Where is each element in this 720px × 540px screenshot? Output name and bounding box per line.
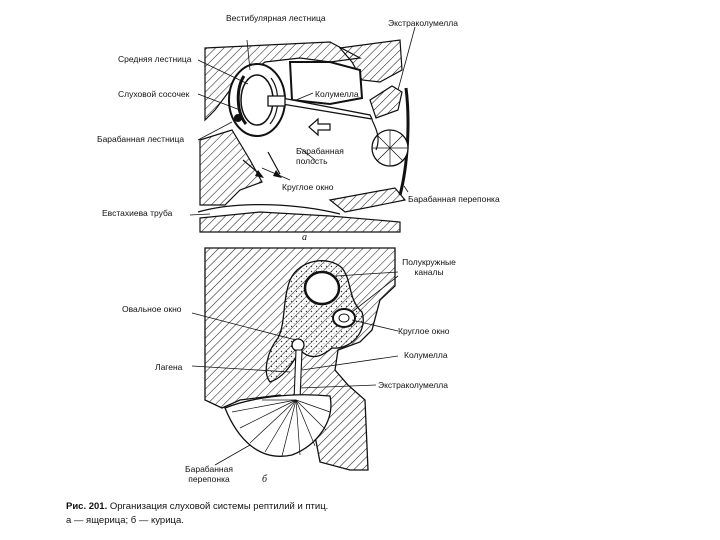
label-tympanic-membrane-a: Барабанная перепонка <box>408 194 500 204</box>
panel-letter-b: б <box>262 474 268 485</box>
figure-b-chicken-ear <box>191 247 399 471</box>
label-lagena: Лагена <box>155 362 183 372</box>
label-extracolumella-b: Экстраколумелла <box>378 380 448 390</box>
label-tympanic-membrane-b: Барабанная перепонка <box>185 464 233 484</box>
caption-legend: а — ящерица; б — курица. <box>66 515 184 526</box>
caption-number: Рис. 201. <box>66 501 108 512</box>
extracolumella-a <box>369 85 403 119</box>
lower-bone <box>199 129 263 206</box>
sound-arrow <box>308 117 331 137</box>
label-auditory-papilla: Слуховой сосочек <box>118 89 190 99</box>
scala-media-wall <box>236 75 248 125</box>
label-vestibular-scala: Вестибулярная лестница <box>226 13 326 23</box>
eustachian-tube-wall <box>197 204 341 215</box>
label-round-window-a: Круглое окно <box>282 182 334 192</box>
upper-right-bone <box>338 39 403 83</box>
panel-letter-a: а <box>302 232 307 243</box>
label-columella-b: Колумелла <box>404 350 448 360</box>
label-scala-tympani: Барабанная лестница <box>97 134 185 144</box>
label-oval-window: Овальное окно <box>122 304 182 314</box>
tympanic-membrane-b <box>224 394 332 457</box>
lower-right-bone <box>328 187 407 213</box>
figure-a-lizard-ear <box>189 26 416 233</box>
label-round-window-b: Круглое окно <box>398 326 450 336</box>
label-eustachian-tube: Евстахиева труба <box>102 208 173 218</box>
figure-caption: Рис. 201. Организация слуховой системы р… <box>66 500 328 528</box>
label-columella-a: Колумелла <box>315 89 359 99</box>
label-tympanic-cavity: Барабанная полость <box>296 146 344 166</box>
oval-window-b <box>291 338 305 352</box>
semicircular-canal-1 <box>303 270 341 306</box>
label-scala-media: Средняя лестница <box>118 54 192 64</box>
label-extracolumella-a: Экстраколумелла <box>388 18 458 28</box>
floor-bone <box>199 211 401 233</box>
label-semicircular-canals: Полукружные каналы <box>402 257 456 277</box>
columella-b <box>293 349 303 401</box>
caption-title: Организация слуховой системы рептилий и … <box>109 501 329 512</box>
